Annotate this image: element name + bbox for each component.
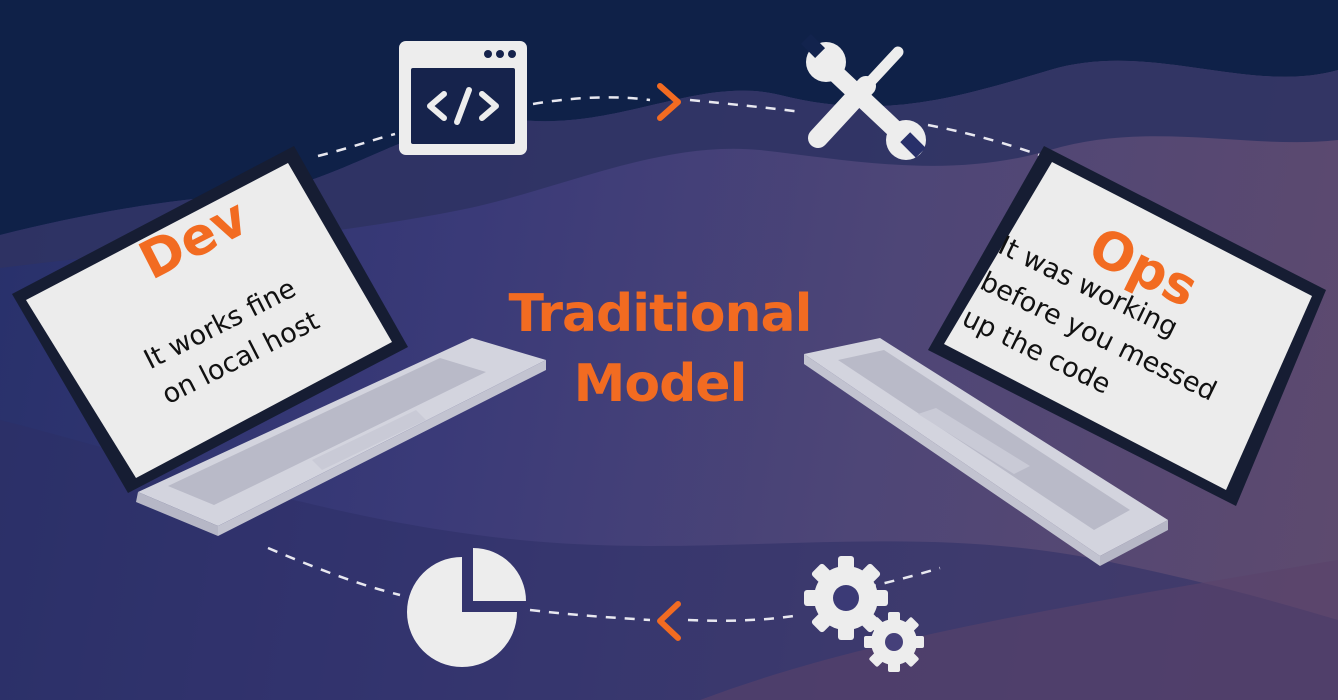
chevron-left-icon <box>657 601 681 641</box>
title-line-2: Model <box>573 354 748 414</box>
code-window-icon <box>399 41 527 155</box>
connector-code-to-chevron <box>532 96 651 106</box>
connector-tools-to-ops <box>927 123 1049 160</box>
dev-laptop <box>12 146 546 536</box>
tools-icon <box>800 33 926 160</box>
connector-chevron-to-tools <box>689 98 803 114</box>
connector-chevron-to-gears <box>687 613 801 623</box>
cycle-connectors <box>267 96 1049 623</box>
ops-laptop <box>804 146 1326 566</box>
gears-icon <box>804 556 924 672</box>
pie-chart-icon <box>407 548 526 667</box>
connector-gears-to-ops <box>809 566 941 600</box>
connector-dev-to-code <box>317 132 396 158</box>
title-line-1: Traditional <box>508 284 813 344</box>
chevron-right-icon <box>657 83 681 121</box>
